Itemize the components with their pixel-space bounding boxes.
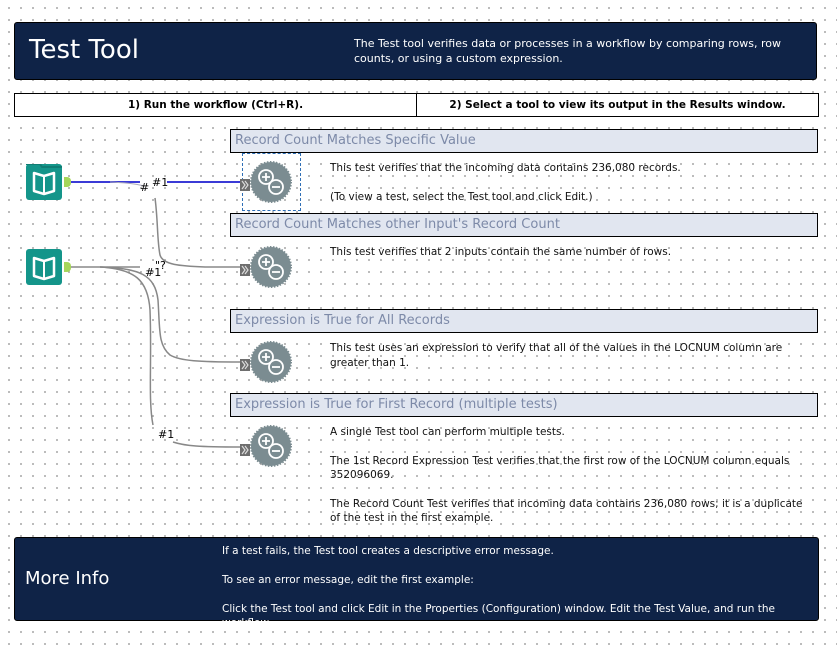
connection-label: #1	[152, 176, 169, 189]
test-tool-1[interactable]	[250, 161, 292, 203]
note-text: A single Test tool can perform multiple …	[330, 426, 565, 438]
connection-input2-test3[interactable]	[99, 266, 241, 363]
anchor-chevron-icon	[240, 444, 250, 456]
step-select-tool: 2) Select a tool to view its output in t…	[416, 94, 818, 116]
connection-label: #	[140, 181, 150, 194]
more-info-line: To see an error message, edit the first …	[222, 574, 474, 586]
section-title-record-count-value: Record Count Matches Specific Value	[230, 129, 818, 153]
note-expression-first: A single Test tool can perform multiple …	[330, 425, 815, 526]
anchor-chevron-icon	[240, 179, 250, 191]
note-text: The Record Count Test verifies that inco…	[330, 497, 803, 525]
section-title-expression-first: Expression is True for First Record (mul…	[230, 393, 818, 417]
header-description: The Test tool verifies data or processes…	[354, 37, 782, 65]
note-expression-all: This test uses an expression to verify t…	[330, 341, 820, 370]
input-data-tool-1[interactable]	[26, 163, 62, 200]
note-text: This test verifies that 2 inputs contain…	[330, 246, 672, 258]
input-data-book-icon	[32, 256, 56, 281]
note-record-count-input: This test verifies that 2 inputs contain…	[330, 245, 820, 260]
step-run-workflow: 1) Run the workflow (Ctrl+R).	[127, 99, 304, 111]
note-text: This test verifies that the incoming dat…	[330, 162, 681, 174]
input-data-book-icon	[26, 163, 62, 196]
test-tool-2[interactable]	[250, 246, 292, 288]
input-anchor[interactable]	[240, 356, 250, 375]
more-info-lines: If a test fails, the Test tool creates a…	[222, 544, 812, 645]
test-tool-icon	[250, 246, 292, 288]
more-info-line: If a test fails, the Test tool creates a…	[222, 545, 554, 557]
anchor-chevron-icon	[240, 359, 250, 371]
anchor-chevron-icon	[240, 264, 250, 276]
steps-bar: 1) Run the workflow (Ctrl+R). 2) Select …	[14, 93, 819, 117]
test-tool-4[interactable]	[250, 425, 292, 467]
output-anchor[interactable]	[64, 177, 71, 187]
more-info-banner: More Info If a test fails, the Test tool…	[14, 537, 819, 629]
note-text: (To view a test, select the Test tool an…	[330, 190, 593, 203]
test-tool-icon	[250, 341, 292, 383]
more-info-title: More Info	[25, 568, 110, 589]
connection-input1-test2[interactable]	[154, 197, 240, 268]
connection-input2-test4[interactable]	[99, 266, 154, 426]
test-tool-3[interactable]	[250, 341, 292, 383]
input-anchor[interactable]	[240, 261, 250, 280]
test-tool-icon	[250, 425, 292, 467]
note-record-count-value: This test verifies that the incoming dat…	[330, 161, 820, 204]
test-tool-icon	[250, 161, 292, 203]
input-data-tool-2[interactable]	[26, 249, 62, 285]
more-info-line: Click the Test tool and click Edit in th…	[222, 603, 775, 629]
input-anchor[interactable]	[240, 176, 250, 195]
output-anchor[interactable]	[64, 262, 71, 272]
section-title-expression-all: Expression is True for All Records	[230, 309, 818, 333]
note-text: The 1st Record Expression Test verifies …	[330, 454, 790, 482]
connection-label: "?	[155, 259, 166, 272]
note-text: This test uses an expression to verify t…	[330, 342, 783, 369]
header-banner: Test Tool The Test tool verifies data or…	[14, 22, 817, 80]
connection-label: #1	[145, 266, 162, 279]
section-title-record-count-input: Record Count Matches other Input's Recor…	[230, 213, 818, 237]
connection-input1-test1-shadow	[109, 181, 146, 187]
input-anchor[interactable]	[240, 441, 250, 460]
page-title: Test Tool	[29, 35, 139, 65]
connection-input2-test4-tail[interactable]	[172, 441, 241, 448]
connection-label: #1	[158, 428, 175, 441]
